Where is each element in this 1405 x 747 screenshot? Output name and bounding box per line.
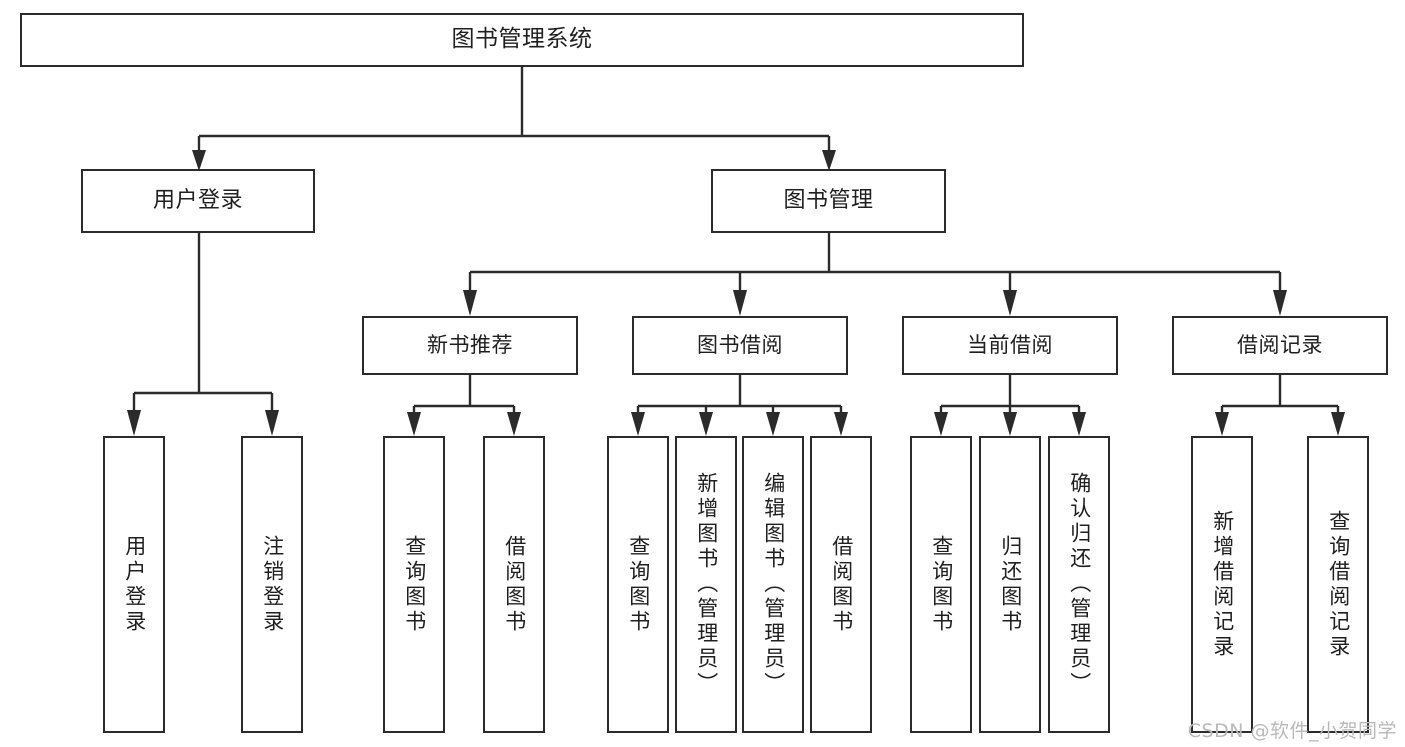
arrow-leaf-add-book [699, 412, 713, 436]
arrow-leaf-user-logout [265, 410, 279, 436]
arrow-leaf-add-record [1215, 412, 1229, 436]
node-leaf-query-book-2[interactable]: 查询图书 [607, 436, 669, 733]
node-leaf-edit-book-label: 编辑图书（管理员） [761, 472, 786, 697]
node-leaf-query-book-1-label: 查询图书 [402, 534, 427, 635]
node-borrow-record-label: 借阅记录 [1237, 332, 1323, 357]
arrow-root-to-book-manage [822, 150, 836, 171]
node-leaf-add-record-label: 新增借阅记录 [1210, 509, 1235, 660]
node-leaf-query-book-2-label: 查询图书 [626, 534, 651, 635]
node-borrow-record[interactable]: 借阅记录 [1172, 316, 1388, 375]
node-leaf-query-book-3-label: 查询图书 [929, 534, 954, 635]
node-leaf-user-logout[interactable]: 注销登录 [241, 436, 303, 733]
arrow-leaf-query-book-1 [407, 412, 421, 436]
arrow-leaf-return-book [1003, 412, 1017, 436]
node-user-login[interactable]: 用户登录 [81, 169, 315, 233]
arrow-leaf-borrow-book-1 [507, 412, 521, 436]
node-root-system-label: 图书管理系统 [451, 26, 593, 53]
node-leaf-query-record[interactable]: 查询借阅记录 [1307, 436, 1369, 733]
node-leaf-user-logout-label: 注销登录 [260, 534, 285, 635]
node-leaf-add-book[interactable]: 新增图书（管理员） [675, 436, 737, 733]
node-leaf-return-book[interactable]: 归还图书 [979, 436, 1041, 733]
node-leaf-borrow-book-2[interactable]: 借阅图书 [810, 436, 872, 733]
arrow-to-borrow-record [1273, 290, 1287, 316]
node-leaf-query-book-3[interactable]: 查询图书 [910, 436, 972, 733]
node-leaf-edit-book[interactable]: 编辑图书（管理员） [742, 436, 804, 733]
arrow-leaf-query-book-2 [631, 412, 645, 436]
node-user-login-label: 用户登录 [152, 187, 243, 213]
arrow-leaf-query-record [1331, 412, 1345, 436]
node-book-manage[interactable]: 图书管理 [711, 169, 946, 233]
arrow-leaf-query-book-3 [934, 412, 948, 436]
arrow-leaf-user-login [127, 410, 141, 436]
csdn-watermark: CSDN @软件_小贺同学 [1187, 720, 1397, 742]
arrow-leaf-edit-book [766, 412, 780, 436]
node-current-borrow-label: 当前借阅 [967, 332, 1053, 357]
node-root-system[interactable]: 图书管理系统 [20, 13, 1024, 67]
node-leaf-return-book-label: 归还图书 [998, 534, 1023, 635]
node-leaf-user-login-label: 用户登录 [122, 534, 147, 635]
arrow-leaf-borrow-book-2 [834, 412, 848, 436]
node-leaf-query-record-label: 查询借阅记录 [1326, 509, 1351, 660]
node-new-book-recommend-label: 新书推荐 [427, 332, 513, 357]
node-leaf-user-login[interactable]: 用户登录 [103, 436, 165, 733]
node-leaf-query-book-1[interactable]: 查询图书 [383, 436, 445, 733]
node-leaf-add-record[interactable]: 新增借阅记录 [1191, 436, 1253, 733]
arrow-to-current-borrow [1003, 290, 1017, 316]
arrow-to-new-book-recommend [463, 290, 477, 316]
node-book-borrow[interactable]: 图书借阅 [632, 316, 848, 375]
node-leaf-confirm-return[interactable]: 确认归还（管理员） [1048, 436, 1110, 733]
node-leaf-borrow-book-1[interactable]: 借阅图书 [483, 436, 545, 733]
arrow-leaf-confirm-return [1072, 412, 1086, 436]
node-leaf-borrow-book-2-label: 借阅图书 [829, 534, 854, 635]
node-book-borrow-label: 图书借阅 [697, 332, 783, 357]
node-new-book-recommend[interactable]: 新书推荐 [362, 316, 578, 375]
node-leaf-confirm-return-label: 确认归还（管理员） [1067, 472, 1092, 697]
node-leaf-add-book-label: 新增图书（管理员） [694, 472, 719, 697]
node-book-manage-label: 图书管理 [783, 187, 874, 213]
node-leaf-borrow-book-1-label: 借阅图书 [502, 534, 527, 635]
node-current-borrow[interactable]: 当前借阅 [902, 316, 1118, 375]
arrow-root-to-user-login [192, 150, 206, 171]
arrow-to-book-borrow [733, 290, 747, 316]
